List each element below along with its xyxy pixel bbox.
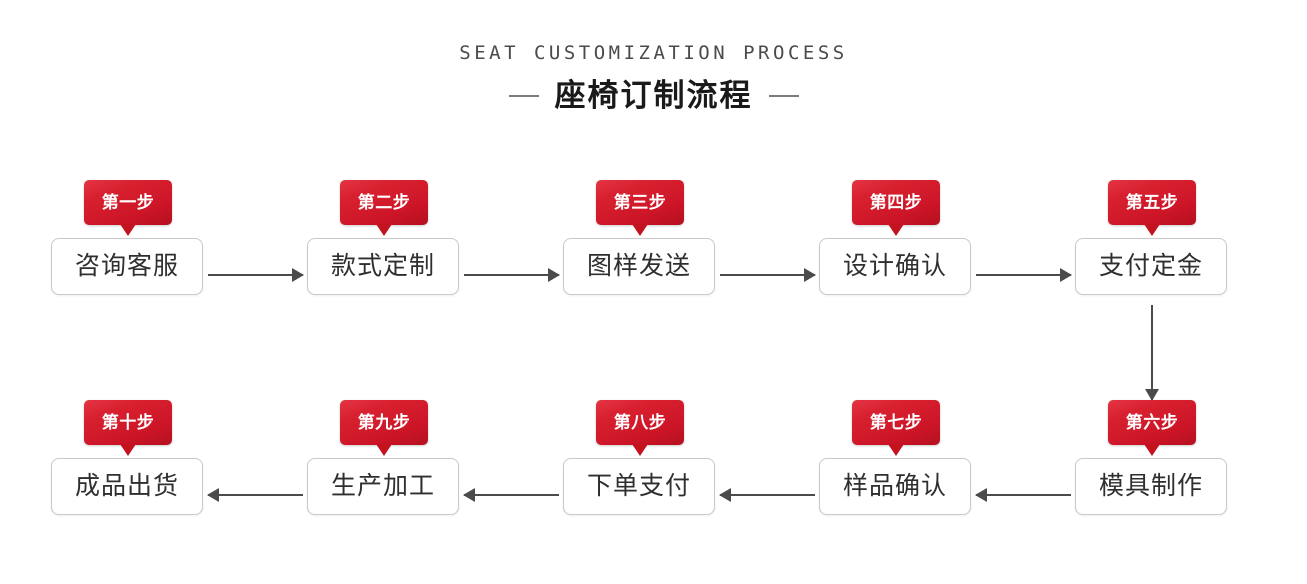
step-badge-label: 第五步 (1125, 193, 1179, 212)
arrow-step7-to-step8 (719, 488, 815, 502)
flow-row-bottom: 第十步 成品出货 第九步 生产加工 第八步 下单支付 第七步 (0, 400, 1307, 550)
arrow-step5-to-step6 (1145, 305, 1159, 401)
step-box-label: 咨询客服 (74, 252, 179, 280)
flow-step-5[interactable]: 第五步 支付定金 (1075, 180, 1229, 295)
step-badge-4: 第四步 (852, 180, 940, 236)
step-badge-6: 第六步 (1108, 400, 1196, 456)
step-badge-2: 第二步 (340, 180, 428, 236)
step-badge-label: 第七步 (869, 413, 923, 432)
step-box-label: 模具制作 (1098, 472, 1203, 500)
step-box-label: 下单支付 (586, 472, 691, 500)
step-box-label: 样品确认 (842, 472, 947, 500)
step-badge-label: 第八步 (613, 413, 667, 432)
step-badge-5: 第五步 (1108, 180, 1196, 236)
step-badge-label: 第九步 (357, 413, 411, 432)
step-box-label: 生产加工 (330, 472, 435, 500)
step-badge-label: 第二步 (357, 193, 411, 212)
page-title: 座椅订制流程 (554, 78, 753, 113)
arrow-step3-to-step4 (720, 268, 816, 282)
flow-step-1[interactable]: 第一步 咨询客服 (51, 180, 205, 295)
flow-step-6[interactable]: 第六步 模具制作 (1075, 400, 1229, 515)
step-box-label: 设计确认 (842, 252, 947, 280)
step-box-5[interactable]: 支付定金 (1075, 238, 1227, 295)
step-box-9[interactable]: 生产加工 (307, 458, 459, 515)
step-badge-3: 第三步 (596, 180, 684, 236)
arrow-step6-to-step7 (975, 488, 1071, 502)
arrow-step4-to-step5 (976, 268, 1072, 282)
flow-step-3[interactable]: 第三步 图样发送 (563, 180, 717, 295)
step-badge-7: 第七步 (852, 400, 940, 456)
step-badge-9: 第九步 (340, 400, 428, 456)
flow-step-9[interactable]: 第九步 生产加工 (307, 400, 461, 515)
step-box-7[interactable]: 样品确认 (819, 458, 971, 515)
arrow-step8-to-step9 (463, 488, 559, 502)
dash-left-icon (508, 94, 539, 97)
arrow-step9-to-step10 (207, 488, 303, 502)
page-header: SEAT CUSTOMIZATION PROCESS 座椅订制流程 (0, 42, 1307, 112)
step-badge-label: 第一步 (101, 193, 155, 212)
step-box-4[interactable]: 设计确认 (819, 238, 971, 295)
flow-step-7[interactable]: 第七步 样品确认 (819, 400, 973, 515)
step-badge-label: 第十步 (101, 413, 155, 432)
page-title-row: 座椅订制流程 (0, 80, 1307, 111)
step-box-2[interactable]: 款式定制 (307, 238, 459, 295)
flow-step-2[interactable]: 第二步 款式定制 (307, 180, 461, 295)
step-box-label: 图样发送 (586, 252, 691, 280)
page-subtitle-english: SEAT CUSTOMIZATION PROCESS (459, 42, 848, 64)
step-badge-label: 第四步 (869, 193, 923, 212)
step-box-label: 成品出货 (74, 472, 179, 500)
step-box-1[interactable]: 咨询客服 (51, 238, 203, 295)
step-badge-label: 第三步 (613, 193, 667, 212)
step-box-10[interactable]: 成品出货 (51, 458, 203, 515)
step-box-3[interactable]: 图样发送 (563, 238, 715, 295)
step-badge-label: 第六步 (1125, 413, 1179, 432)
step-box-6[interactable]: 模具制作 (1075, 458, 1227, 515)
dash-right-icon (768, 94, 799, 97)
arrow-step1-to-step2 (208, 268, 304, 282)
step-badge-8: 第八步 (596, 400, 684, 456)
flow-step-8[interactable]: 第八步 下单支付 (563, 400, 717, 515)
step-badge-1: 第一步 (84, 180, 172, 236)
flow-step-10[interactable]: 第十步 成品出货 (51, 400, 205, 515)
step-badge-10: 第十步 (84, 400, 172, 456)
flow-step-4[interactable]: 第四步 设计确认 (819, 180, 973, 295)
flow-row-top: 第一步 咨询客服 第二步 款式定制 第三步 图样发送 第四步 (0, 180, 1307, 330)
step-box-label: 支付定金 (1098, 252, 1203, 280)
step-box-label: 款式定制 (330, 252, 435, 280)
step-box-8[interactable]: 下单支付 (563, 458, 715, 515)
arrow-step2-to-step3 (464, 268, 560, 282)
